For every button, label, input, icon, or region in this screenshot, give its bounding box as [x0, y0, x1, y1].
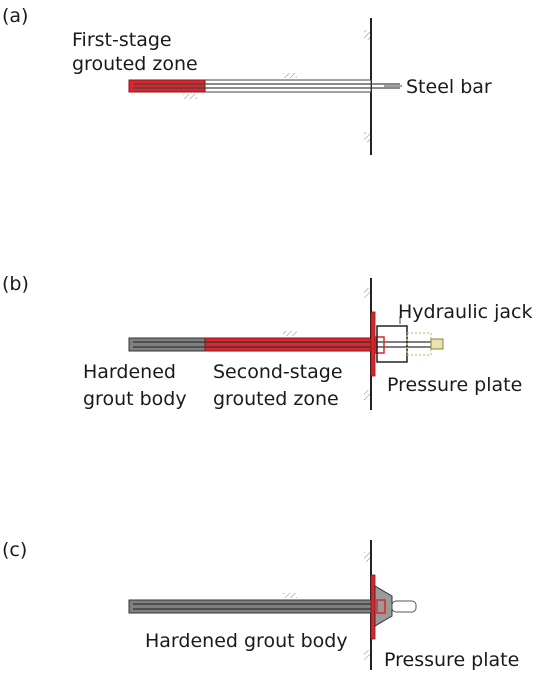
label-first-stage-2: grouted zone	[72, 53, 198, 75]
hydraulic-jack-end	[430, 338, 444, 350]
hardened-grout-c	[128, 599, 372, 614]
nut-c	[376, 599, 386, 614]
panel-b-tag: (b)	[2, 273, 29, 295]
pressure-plate-b	[370, 311, 376, 377]
label-pressure-plate-c: Pressure plate	[384, 649, 519, 671]
second-stage-grout-b	[204, 337, 372, 352]
panel-b: (b) Hydraulic jack Hardened grout body S…	[2, 273, 533, 410]
wall-hatch-c2	[364, 650, 370, 660]
panel-a: (a) First-stage grouted zone Steel bar	[2, 5, 492, 155]
ground-hatch-b1	[283, 331, 297, 336]
label-first-stage-1: First-stage	[72, 29, 172, 51]
ground-hatch-c1	[283, 593, 297, 598]
label-hydraulic-jack: Hydraulic jack	[398, 301, 533, 323]
hydraulic-jack-body	[376, 325, 408, 363]
wall-hatch-a1	[364, 30, 370, 40]
panel-c-tag: (c)	[2, 539, 27, 561]
ground-hatch-a2	[183, 94, 197, 99]
hydraulic-jack-ram	[406, 332, 432, 356]
anchor-head-c	[374, 585, 393, 627]
label-hardened-1: Hardened	[83, 361, 176, 383]
hardened-grout-b	[128, 337, 206, 352]
label-steel-bar: Steel bar	[406, 76, 492, 98]
wall-hatch-b1	[364, 288, 370, 298]
wall-hatch-b2	[364, 390, 370, 400]
label-hardened-2: grout body	[83, 388, 187, 410]
label-hardened-c: Hardened grout body	[145, 630, 348, 652]
ground-hatch-a1	[283, 73, 297, 78]
panel-a-tag: (a)	[2, 5, 28, 27]
label-second-stage-2: grouted zone	[213, 388, 339, 410]
pressure-plate-c	[370, 574, 376, 640]
wall-hatch-c1	[364, 552, 370, 562]
nut-b	[375, 336, 385, 354]
label-second-stage-1: Second-stage	[213, 361, 343, 383]
panel-c: (c) Hardened grout body Pressure plate	[2, 539, 519, 671]
first-stage-grout-a	[128, 79, 206, 93]
label-pressure-plate-b: Pressure plate	[387, 374, 522, 396]
wall-hatch-a2	[364, 132, 370, 142]
bar-end-c	[391, 600, 417, 613]
